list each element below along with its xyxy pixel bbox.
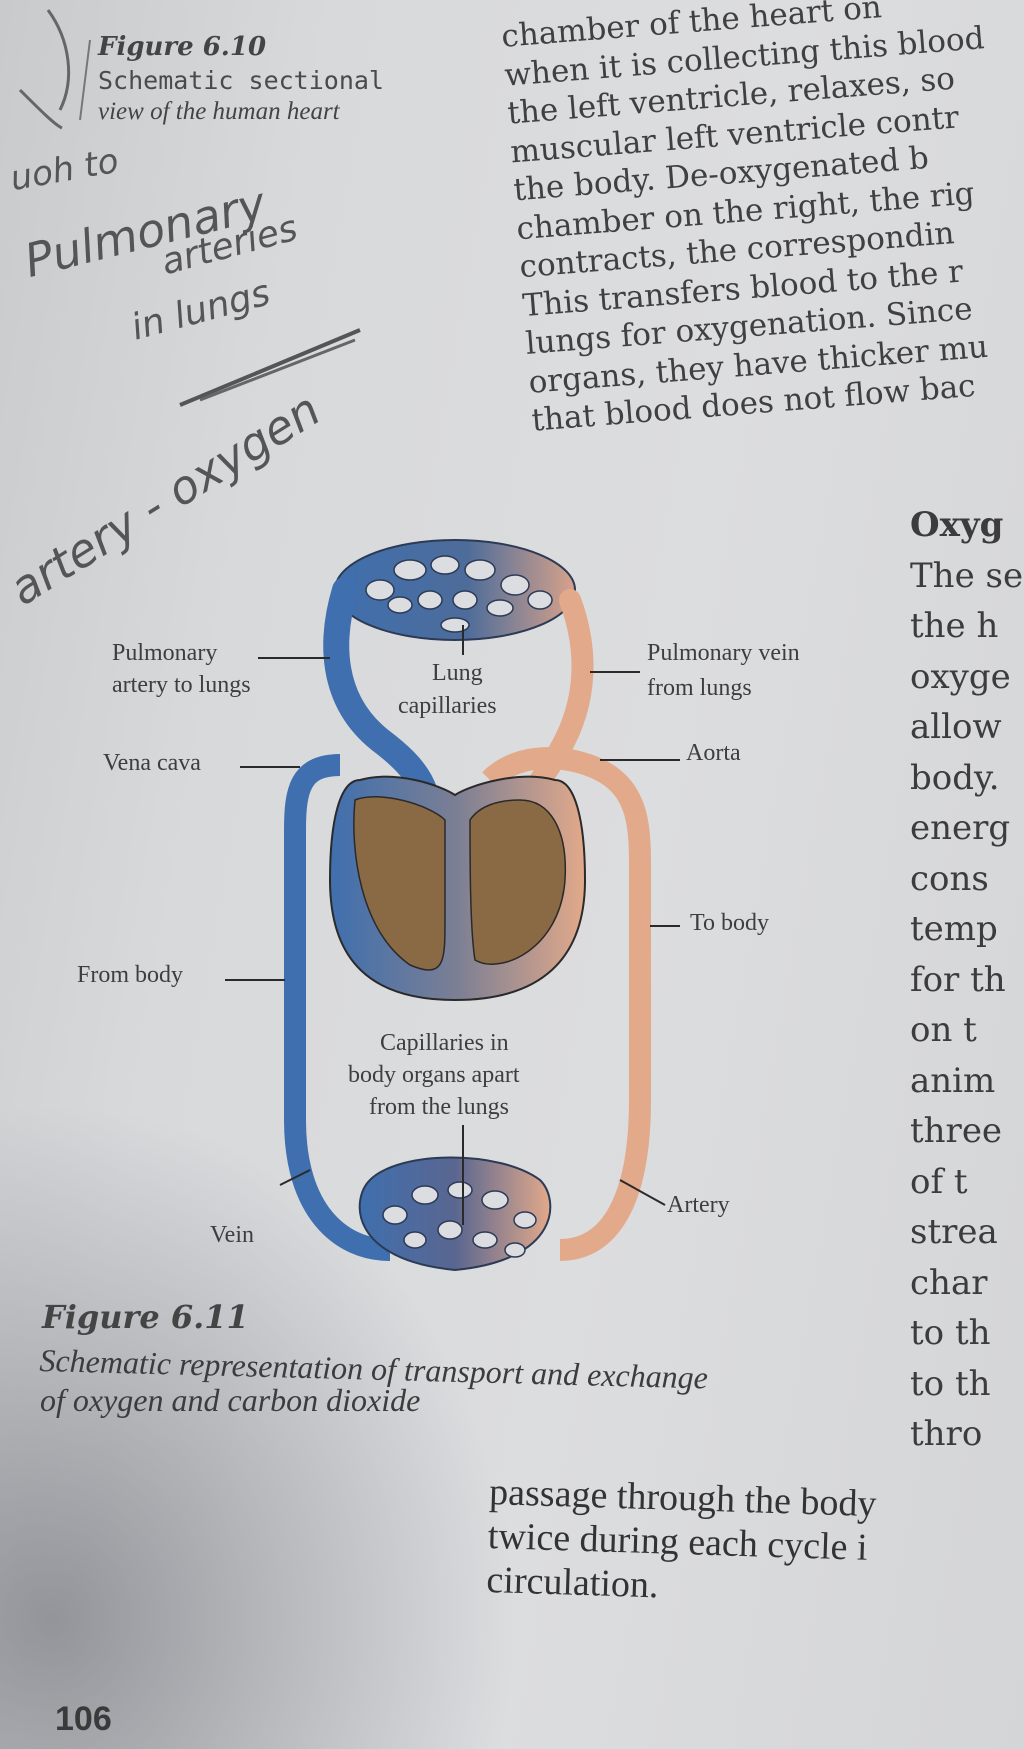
column-line: of t <box>910 1161 968 1202</box>
column-line: allow <box>910 707 1002 747</box>
heart-icon <box>328 775 587 1002</box>
label-body-capillaries-1: Capillaries in <box>380 1030 509 1056</box>
body-capillaries-icon <box>358 1156 552 1272</box>
column-line: char <box>910 1262 988 1303</box>
pencil-marks <box>18 9 361 407</box>
bottom-paragraph: passage through the body twice during ea… <box>486 1470 877 1614</box>
lung-capillaries-icon <box>334 539 576 641</box>
column-line: anim <box>910 1060 996 1101</box>
right-column: Oxyg The se the h oxyge allow body. ener… <box>910 500 1023 1460</box>
page-number: 106 <box>55 1700 112 1738</box>
column-line: three <box>910 1111 1003 1151</box>
figure-6-10-caption-line2: view of the human heart <box>98 98 340 125</box>
figure-6-10-title: Figure 6.10 <box>98 32 267 62</box>
column-line: oxyge <box>910 656 1011 697</box>
label-to-body: To body <box>690 910 769 936</box>
figure-6-11-title: Figure 6.11 <box>42 1298 249 1336</box>
label-pulmonary-artery-2: artery to lungs <box>112 672 251 698</box>
column-line: temp <box>910 909 998 949</box>
column-line: cons <box>910 858 989 899</box>
label-body-capillaries-3: from the lungs <box>369 1094 509 1120</box>
label-from-body: From body <box>77 962 184 988</box>
column-line: for th <box>910 959 1006 1000</box>
label-body-capillaries-2: body organs apart <box>348 1062 520 1088</box>
figure-6-11-caption-line2: of oxygen and carbon dioxide <box>40 1382 421 1418</box>
column-line: body. <box>910 757 1000 798</box>
column-line: The se <box>910 555 1024 596</box>
label-vena-cava: Vena cava <box>103 750 201 776</box>
figure-6-10-caption-line1: Schematic sectional <box>98 66 384 95</box>
label-lung-capillaries-1: Lung <box>432 660 483 686</box>
label-aorta: Aorta <box>686 740 741 766</box>
column-line: strea <box>910 1212 998 1252</box>
label-artery: Artery <box>667 1192 730 1218</box>
column-line: the h <box>910 606 999 646</box>
label-pulmonary-vein-2: from lungs <box>647 675 752 701</box>
label-vein: Vein <box>210 1222 254 1248</box>
right-column-heading: Oxyg <box>910 505 1004 545</box>
column-line: energ <box>910 808 1011 848</box>
label-pulmonary-artery-1: Pulmonary <box>112 640 218 666</box>
column-line: to th <box>910 1363 991 1404</box>
label-pulmonary-vein-1: Pulmonary vein <box>647 640 800 666</box>
column-line: on t <box>910 1010 977 1050</box>
column-line: thro <box>910 1414 983 1454</box>
label-lung-capillaries-2: capillaries <box>398 693 497 719</box>
column-line: to th <box>910 1313 991 1353</box>
